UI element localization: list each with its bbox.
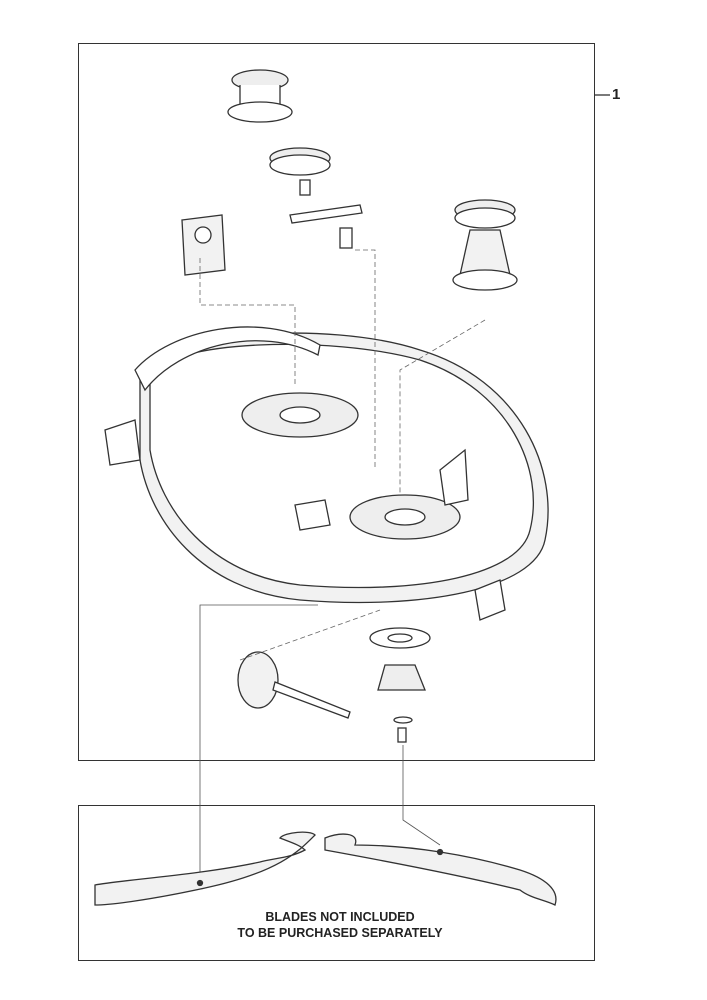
bracket	[181, 214, 226, 276]
leader-lines	[199, 249, 486, 661]
spindle-left	[227, 69, 293, 123]
note-line-1: BLADES NOT INCLUDED	[265, 910, 415, 924]
idler-pulley	[269, 147, 331, 196]
blades-note: BLADES NOT INCLUDED TO BE PURCHASED SEPA…	[200, 909, 480, 941]
idler-arm	[289, 204, 363, 249]
part-callout-number: 1	[612, 86, 621, 103]
gauge-wheel	[237, 651, 351, 719]
blade-left	[94, 831, 316, 906]
mower-deck	[104, 326, 549, 621]
blade-leaders	[199, 604, 441, 882]
spindle-right	[452, 199, 518, 291]
note-line-2: TO BE PURCHASED SEPARATELY	[237, 926, 443, 940]
blades-frame	[78, 805, 595, 961]
blade-adapter	[369, 627, 431, 743]
deck-assembly-frame	[78, 43, 595, 761]
blade-right	[324, 833, 557, 906]
